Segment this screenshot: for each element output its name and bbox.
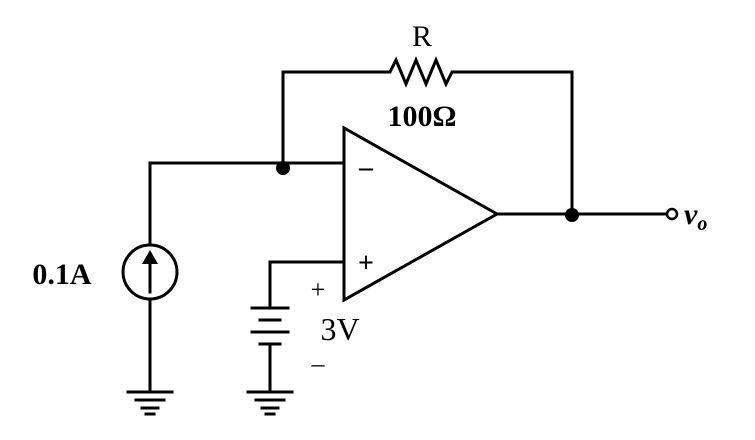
feedback-wires (281, 70, 574, 217)
junction-dot-inverting (276, 161, 290, 175)
inverting-input-wires (148, 161, 346, 244)
noninverting-input-wire (268, 260, 346, 310)
current-source-label: 0.1A (32, 258, 92, 291)
resistor-value-label: 100Ω (387, 100, 456, 133)
resistor (380, 56, 464, 88)
output-label: vo (684, 198, 707, 235)
battery-value-label: 3V (320, 311, 359, 347)
output-terminal (665, 207, 679, 221)
junction-dot-output (565, 208, 579, 222)
resistor-zigzag (380, 56, 464, 88)
battery (250, 306, 290, 394)
opamp-inverting-sign: – (358, 152, 374, 183)
ground-symbol-right (246, 390, 294, 416)
battery-plus-sign: + (311, 275, 326, 304)
resistor-name-label: R (412, 20, 432, 53)
opamp-noninverting-sign: + (358, 248, 374, 279)
current-arrow-icon (142, 250, 158, 264)
current-source (121, 243, 179, 394)
output-label-subscript: o (697, 213, 707, 235)
ground-symbol-left (126, 390, 174, 416)
opamp-triangle (342, 125, 501, 303)
battery-minus-sign: – (311, 349, 326, 378)
